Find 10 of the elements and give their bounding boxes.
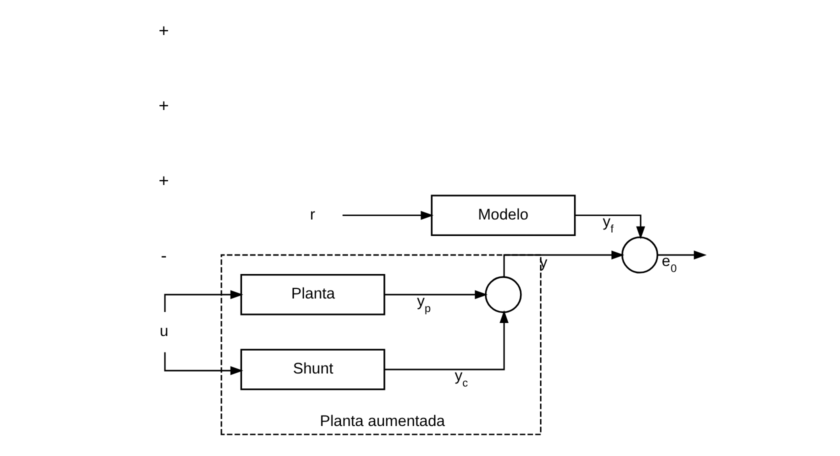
label: -: [160, 245, 167, 266]
label: +: [158, 20, 169, 41]
node-text: u: [160, 323, 168, 340]
node-text: r: [310, 206, 316, 224]
edge-label: y$_{c}$: [454, 368, 468, 390]
edge-label: y$_{p}$: [416, 292, 431, 315]
edge-label: y$_{f}$: [602, 214, 614, 236]
edge-label: e$_{0}$: [662, 253, 677, 276]
label: +: [158, 96, 169, 116]
label: +: [158, 170, 169, 190]
